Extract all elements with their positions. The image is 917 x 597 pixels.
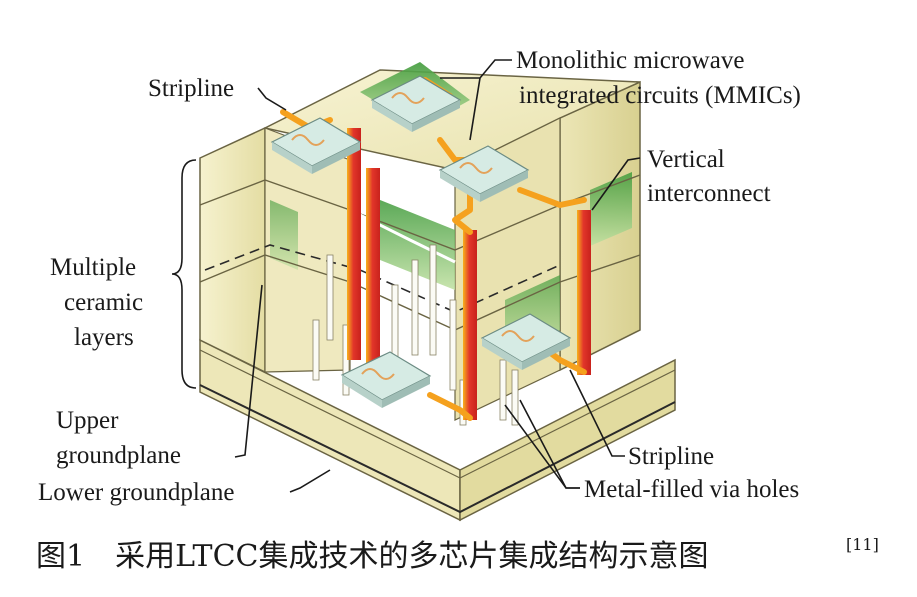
label-lower-groundplane: Lower groundplane	[38, 479, 234, 506]
caption-ref: [11]	[846, 535, 879, 554]
label-via-holes: Metal-filled via holes	[584, 476, 799, 503]
label-vertical-line2: interconnect	[647, 180, 771, 207]
label-ceramic-line3: layers	[74, 324, 134, 351]
labels: Stripline Monolithic microwave integrate…	[38, 47, 801, 506]
pillar	[463, 230, 477, 420]
label-mmic-line2: integrated circuits (MMICs)	[519, 82, 801, 109]
pillar	[577, 210, 591, 375]
leader-lines	[171, 59, 641, 493]
mmic-chip	[270, 117, 362, 174]
mmic-chip	[438, 145, 530, 202]
vertical-interconnects	[347, 128, 591, 420]
ceramic-brace	[171, 159, 197, 389]
label-ceramic-line1: Multiple	[50, 254, 136, 281]
label-stripline-top: Stripline	[148, 75, 234, 102]
label-upper-line1: Upper	[56, 407, 119, 434]
pillar	[366, 168, 380, 368]
base-block	[199, 338, 676, 522]
mmic-chip	[480, 313, 572, 370]
label-ceramic-line2: ceramic	[64, 289, 143, 316]
mmic-chips	[270, 75, 572, 408]
label-upper-line2: groundplane	[56, 442, 181, 469]
label-stripline-bottom: Stripline	[628, 443, 714, 470]
upper-groundplane-edge	[199, 349, 676, 479]
stripline-bottom	[427, 392, 473, 421]
figure-caption: 图1 采用LTCC集成技术的多芯片集成结构示意图 [11]	[36, 535, 879, 574]
label-vertical-line1: Vertical	[647, 146, 725, 173]
pillar	[347, 128, 361, 360]
caption-text: 图1 采用LTCC集成技术的多芯片集成结构示意图	[36, 539, 708, 574]
mmic-chip	[370, 75, 462, 132]
mmic-chip	[340, 351, 432, 408]
label-mmic-line1: Monolithic microwave	[516, 47, 744, 74]
